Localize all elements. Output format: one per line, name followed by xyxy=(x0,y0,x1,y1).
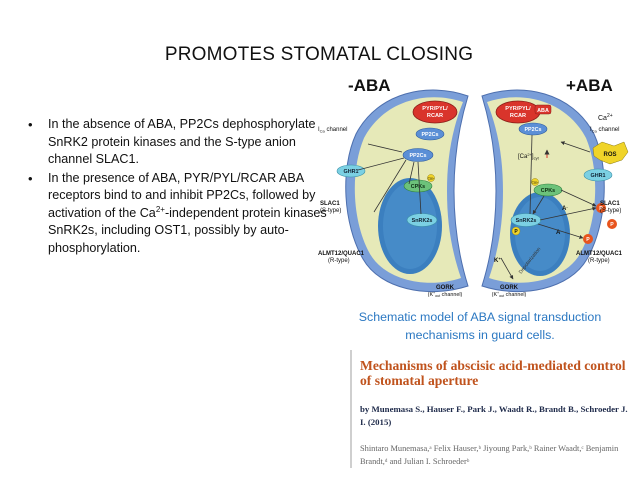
svg-text:[Ca2+]cyt: [Ca2+]cyt xyxy=(518,152,540,161)
paper-title: Mechanisms of abscisic acid-mediated con… xyxy=(360,358,626,388)
plus-aba-label: +ABA xyxy=(566,76,613,95)
svg-text:Ca2+: Ca2+ xyxy=(428,177,435,181)
gork-label: GORK xyxy=(500,285,519,291)
guard-cell-diagram: -ABA +ABA Ca2+ PYR/PYL/ RCAR PP2Cs PP2Cs… xyxy=(318,76,629,298)
right-pp2c: PP2Cs xyxy=(518,122,548,136)
svg-text:P: P xyxy=(610,222,614,228)
svg-text:PP2Cs: PP2Cs xyxy=(421,132,438,138)
right-receptor: PYR/PYL/ RCAR ABA xyxy=(495,100,552,124)
svg-text:(K+out channel): (K+out channel) xyxy=(492,291,527,298)
svg-text:GHR1: GHR1 xyxy=(591,173,606,179)
cytosolic-calcium: [Ca2+]cyt xyxy=(518,149,550,161)
potassium-label: K+ xyxy=(494,256,501,264)
phospho-marks: P P P xyxy=(583,203,617,244)
anion-label: A- xyxy=(562,204,568,212)
ca-label: Ca2+ xyxy=(598,113,613,122)
bullet-item: In the absence of ABA, PP2Cs dephosphory… xyxy=(28,116,328,169)
left-ghr1: GHR1 xyxy=(336,164,366,178)
paper-author-list: Shintaro Munemasa,ᵃ Felix Hauser,ᵇ Jiyou… xyxy=(360,444,619,466)
almt-label: ALMT12/QUAC1 xyxy=(318,251,365,257)
superscript: 2+ xyxy=(155,204,165,214)
svg-text:CPKs: CPKs xyxy=(411,184,425,190)
svg-text:P: P xyxy=(586,237,590,243)
svg-text:(R-type): (R-type) xyxy=(328,258,350,264)
svg-text:RCAR: RCAR xyxy=(427,113,443,119)
left-cpks: CPKs Ca2+ xyxy=(403,174,435,193)
svg-text:PP2Cs: PP2Cs xyxy=(409,153,426,159)
left-pp2c-top: PP2Cs xyxy=(415,127,445,141)
slac1-label: SLAC1 xyxy=(320,201,340,207)
svg-text:GHR1: GHR1 xyxy=(344,169,359,175)
svg-text:CPKs: CPKs xyxy=(541,188,555,194)
svg-text:PYR/PYL/: PYR/PYL/ xyxy=(422,106,448,112)
left-snrk2: SnRK2s xyxy=(406,213,438,227)
svg-text:P: P xyxy=(514,229,518,235)
bullet-list: In the absence of ABA, PP2Cs dephosphory… xyxy=(28,116,328,258)
svg-text:ROS: ROS xyxy=(603,152,616,158)
gork-label: GORK xyxy=(436,285,455,291)
svg-text:Ca2+: Ca2+ xyxy=(532,181,539,185)
bullet-text: In the absence of ABA, PP2Cs dephosphory… xyxy=(48,117,316,166)
slac1-label: SLAC1 xyxy=(600,201,620,207)
right-cpks: CPKs Ca2+ xyxy=(531,178,563,197)
paper-authors: by Munemasa S., Hauser F., Park J., Waad… xyxy=(360,404,628,427)
svg-text:(R-type): (R-type) xyxy=(588,258,610,264)
anion-label: A- xyxy=(556,228,562,236)
left-receptor: PYR/PYL/ RCAR xyxy=(412,100,458,124)
minus-aba-label: -ABA xyxy=(348,76,391,95)
diagram-caption: Schematic model of ABA signal transducti… xyxy=(358,310,602,342)
svg-text:(S-type): (S-type) xyxy=(600,208,621,214)
svg-text:P: P xyxy=(599,206,603,212)
almt-label: ALMT12/QUAC1 xyxy=(576,251,623,257)
divider xyxy=(350,350,352,468)
ica-channel-label: ICa channel xyxy=(590,127,619,134)
right-ghr1: GHR1 xyxy=(583,168,613,182)
svg-text:(K+out channel): (K+out channel) xyxy=(428,291,463,298)
svg-text:SnRK2s: SnRK2s xyxy=(516,218,537,224)
left-pp2c: PP2Cs xyxy=(402,148,434,162)
svg-text:SnRK2s: SnRK2s xyxy=(412,218,433,224)
svg-text:ABA: ABA xyxy=(537,108,549,114)
slide-title: PROMOTES STOMATAL CLOSING xyxy=(164,44,474,65)
svg-text:PYR/PYL/: PYR/PYL/ xyxy=(505,106,531,112)
svg-text:PP2Cs: PP2Cs xyxy=(524,127,541,133)
bullet-text: In the presence of ABA, PYR/PYL/RCAR ABA… xyxy=(48,170,316,220)
svg-text:(S-type): (S-type) xyxy=(320,208,341,214)
bullet-item: In the presence of ABA, PYR/PYL/RCAR ABA… xyxy=(28,170,328,258)
svg-text:RCAR: RCAR xyxy=(510,113,526,119)
ros-badge: ROS xyxy=(592,141,629,165)
ica-channel-label: ICa channel xyxy=(318,127,347,134)
bullet-text: -independent protein kinases SnRK2s, inc… xyxy=(48,205,327,255)
